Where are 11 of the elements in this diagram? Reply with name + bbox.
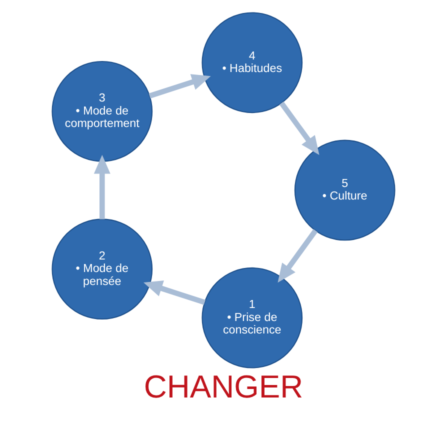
arrow bbox=[143, 280, 205, 305]
arrow bbox=[278, 101, 319, 156]
arrow bbox=[93, 154, 110, 220]
node-circle: 1 • Prise de conscience bbox=[201, 267, 302, 368]
diagram-title: CHANGER bbox=[143, 368, 303, 404]
node-circle: 3 • Mode de comportement bbox=[51, 60, 152, 162]
arrow bbox=[148, 74, 210, 98]
node-circle: 4 • Habitudes bbox=[201, 12, 302, 114]
node-circle: 2 • Mode de pensée bbox=[51, 218, 152, 320]
node-circle: 5 • Culture bbox=[294, 140, 395, 241]
arrow bbox=[277, 229, 318, 283]
